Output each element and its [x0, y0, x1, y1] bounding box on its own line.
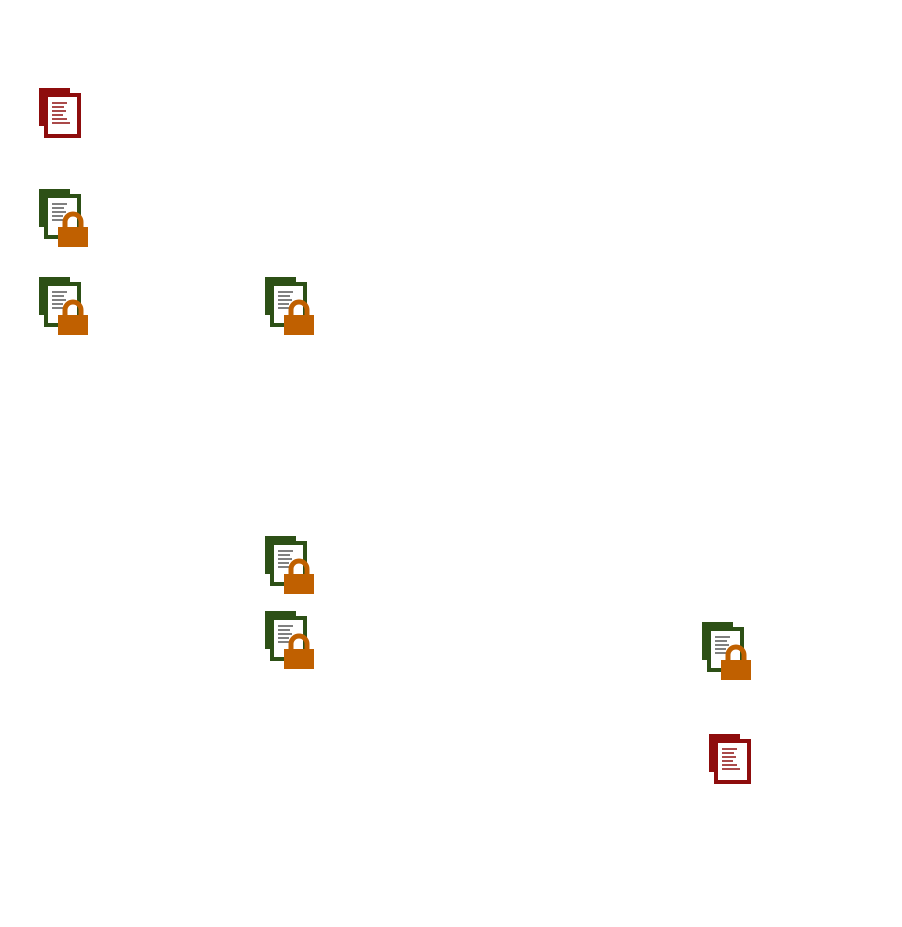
locked-document-icon[interactable]: [699, 620, 751, 680]
locked-document-icon[interactable]: [36, 187, 88, 247]
locked-document-icon[interactable]: [36, 275, 88, 335]
locked-document-icon[interactable]: [262, 275, 314, 335]
locked-document-icon[interactable]: [262, 534, 314, 594]
document-icon[interactable]: [706, 732, 752, 785]
document-icon[interactable]: [36, 86, 82, 139]
locked-document-icon[interactable]: [262, 609, 314, 669]
